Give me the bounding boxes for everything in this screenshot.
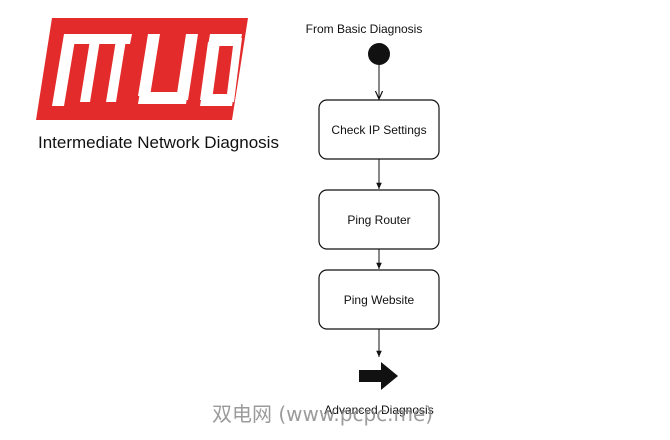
muo-logo — [36, 18, 248, 120]
step-check-ip-settings-label: Check IP Settings — [331, 123, 426, 137]
step-ping-router-label: Ping Router — [347, 213, 410, 227]
start-node — [368, 43, 390, 65]
watermark: 双电网 (www.pcpc.me) — [212, 402, 434, 426]
start-label: From Basic Diagnosis — [306, 22, 423, 36]
step-ping-website-label: Ping Website — [344, 293, 415, 307]
right-arrow-icon — [359, 362, 398, 390]
page-title: Intermediate Network Diagnosis — [38, 133, 279, 152]
end-label: Advanced Diagnosis — [324, 403, 433, 417]
